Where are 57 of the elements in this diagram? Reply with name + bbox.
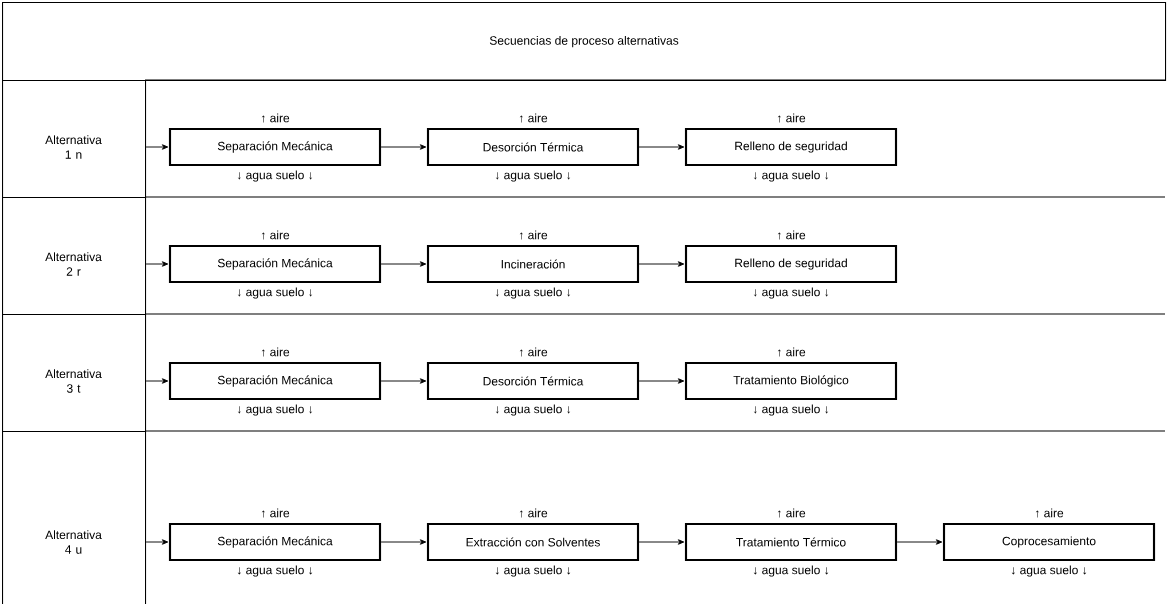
emission-label: ↑ aire [519, 508, 548, 518]
arrow [896, 539, 943, 545]
arrow [145, 378, 169, 384]
emission-label: ↑ aire [777, 113, 806, 123]
emission-label: ↑ aire [777, 508, 806, 518]
row-label: Alternativa 4 u [45, 530, 102, 554]
emission-label: ↓ agua suelo ↓ [753, 287, 829, 299]
arrow [145, 144, 169, 150]
arrow [638, 539, 685, 545]
emission-label: ↓ agua suelo ↓ [237, 170, 313, 182]
process-box: Relleno de seguridad [684, 244, 898, 284]
row-label: Alternativa 2 r [45, 252, 102, 276]
arrow [380, 539, 427, 545]
arrow [638, 261, 685, 267]
arrow [145, 539, 169, 545]
arrow [380, 144, 427, 150]
arrow [638, 378, 685, 384]
emission-label: ↑ aire [519, 230, 548, 240]
process-box: Incineración [426, 244, 640, 284]
row-label: Alternativa 1 n [45, 135, 102, 159]
process-box: Separación Mecánica [168, 522, 382, 562]
process-box: Tratamiento Biológico [684, 361, 898, 401]
process-box: Separación Mecánica [168, 127, 382, 167]
emission-label: ↓ agua suelo ↓ [237, 404, 313, 416]
emission-label: ↓ agua suelo ↓ [1011, 565, 1087, 577]
emission-label: ↓ agua suelo ↓ [753, 565, 829, 577]
emission-label: ↑ aire [777, 347, 806, 357]
emission-label: ↓ agua suelo ↓ [495, 565, 571, 577]
process-box: Separación Mecánica [168, 361, 382, 401]
emission-label: ↑ aire [519, 347, 548, 357]
process-box: Separación Mecánica [168, 244, 382, 284]
process-box: Extracción con Solventes [426, 522, 640, 562]
process-box: Relleno de seguridad [684, 127, 898, 167]
emission-label: ↓ agua suelo ↓ [753, 170, 829, 182]
emission-label: ↑ aire [519, 113, 548, 123]
process-box: Desorción Térmica [426, 361, 640, 401]
process-box: Tratamiento Térmico [684, 522, 898, 562]
emission-label: ↓ agua suelo ↓ [495, 170, 571, 182]
row-label: Alternativa 3 t [45, 369, 102, 393]
emission-label: ↑ aire [261, 113, 290, 123]
emission-label: ↓ agua suelo ↓ [495, 404, 571, 416]
emission-label: ↑ aire [261, 347, 290, 357]
arrow [380, 378, 427, 384]
emission-label: ↑ aire [261, 508, 290, 518]
arrow [145, 261, 169, 267]
emission-label: ↓ agua suelo ↓ [495, 287, 571, 299]
process-box: Coprocesamiento [942, 522, 1156, 562]
arrow [638, 144, 685, 150]
emission-label: ↑ aire [261, 230, 290, 240]
emission-label: ↓ agua suelo ↓ [753, 404, 829, 416]
arrow [380, 261, 427, 267]
emission-label: ↓ agua suelo ↓ [237, 287, 313, 299]
process-box: Desorción Térmica [426, 127, 640, 167]
title-cell: Secuencias de proceso alternativas [2, 2, 1167, 82]
emission-label: ↑ aire [1035, 508, 1064, 518]
emission-label: ↓ agua suelo ↓ [237, 565, 313, 577]
emission-label: ↑ aire [777, 230, 806, 240]
